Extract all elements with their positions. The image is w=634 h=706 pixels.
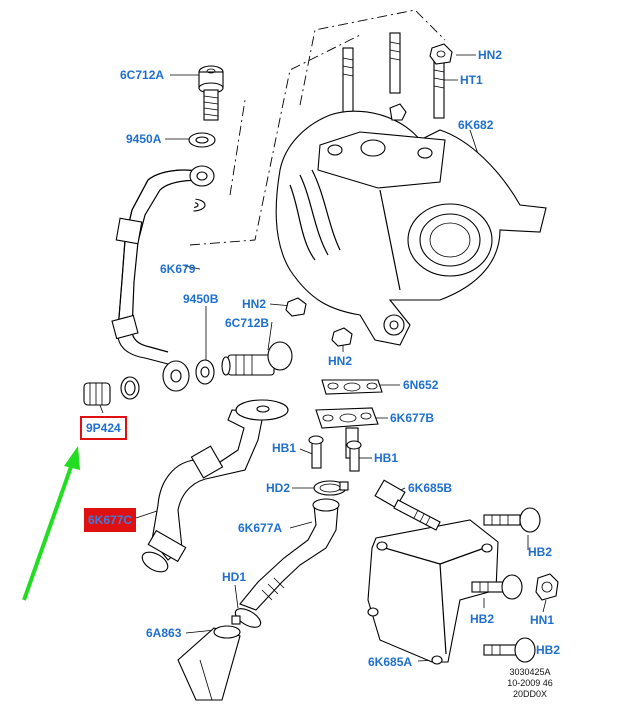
nut-HN2-low — [331, 327, 353, 347]
reference-line-1: 3030425A — [509, 667, 551, 677]
clamp-HD1 — [231, 608, 262, 628]
label-6C712B[interactable]: 6C712B — [225, 316, 270, 330]
reference-line-2: 10-2009 46 — [507, 678, 553, 688]
oil-return-tube-6A863 — [177, 625, 241, 701]
washer-9450B — [195, 359, 215, 385]
oil-return-hose-6K677C — [141, 399, 289, 573]
banjo-bolt-6C712B — [221, 341, 293, 376]
bolt-HB2-top — [483, 507, 541, 533]
label-9P424[interactable]: 9P424 — [80, 416, 127, 440]
label-HN2-low[interactable]: HN2 — [328, 354, 353, 368]
label-6K677A[interactable]: 6K677A — [238, 521, 283, 535]
filter-9P424 — [83, 376, 140, 406]
reference-line-3: 20DD0X — [512, 689, 548, 699]
label-6C712A[interactable]: 6C712A — [120, 68, 165, 82]
gasket-6N652 — [321, 379, 383, 395]
label-HD1[interactable]: HD1 — [222, 570, 247, 584]
drawing-reference: 3030425A 10-2009 46 20DD0X — [500, 667, 560, 700]
green-arrow-icon — [22, 446, 80, 601]
label-HT1[interactable]: HT1 — [460, 73, 483, 87]
turbocharger-6K682 — [275, 103, 547, 346]
studs — [342, 32, 445, 119]
label-HB1-left[interactable]: HB1 — [272, 441, 297, 455]
nut-HN2-top — [429, 43, 453, 65]
label-HB2-top[interactable]: HB2 — [528, 545, 553, 559]
flange-6K677B — [315, 407, 379, 459]
label-6K677B[interactable]: 6K677B — [390, 411, 435, 425]
label-HD2[interactable]: HD2 — [266, 481, 291, 495]
label-HB2-mid[interactable]: HB2 — [470, 612, 495, 626]
nut-HN2-mid — [285, 297, 307, 317]
label-6K685B[interactable]: 6K685B — [408, 481, 453, 495]
label-6K682[interactable]: 6K682 — [458, 118, 494, 132]
label-6K677C-highlighted[interactable]: 6K677C — [84, 508, 137, 532]
label-HN1[interactable]: HN1 — [530, 613, 555, 627]
bolt-HB2-mid — [471, 574, 523, 600]
oil-return-hose-6K677A — [239, 498, 340, 611]
oil-feed-pipe-6K679 — [111, 165, 215, 392]
bolts-HB1 — [308, 435, 362, 472]
nut-HN1 — [535, 573, 559, 601]
bracket-6K685A — [367, 519, 499, 665]
label-HN2-mid[interactable]: HN2 — [242, 297, 267, 311]
clamp-HD2 — [313, 480, 349, 496]
label-HB1-right[interactable]: HB1 — [374, 451, 399, 465]
bolt-6K685B — [374, 479, 441, 531]
label-6N652[interactable]: 6N652 — [403, 378, 439, 392]
label-HB2-low[interactable]: HB2 — [536, 643, 561, 657]
label-6K685A[interactable]: 6K685A — [368, 655, 413, 669]
label-HN2-top[interactable]: HN2 — [478, 48, 503, 62]
banjo-bolt-6C712A — [198, 65, 224, 121]
label-6A863[interactable]: 6A863 — [146, 626, 182, 640]
label-6K679[interactable]: 6K679 — [160, 262, 196, 276]
label-9450B[interactable]: 9450B — [183, 292, 219, 306]
label-9450A[interactable]: 9450A — [126, 132, 162, 146]
bolt-HB2-low — [483, 637, 536, 663]
